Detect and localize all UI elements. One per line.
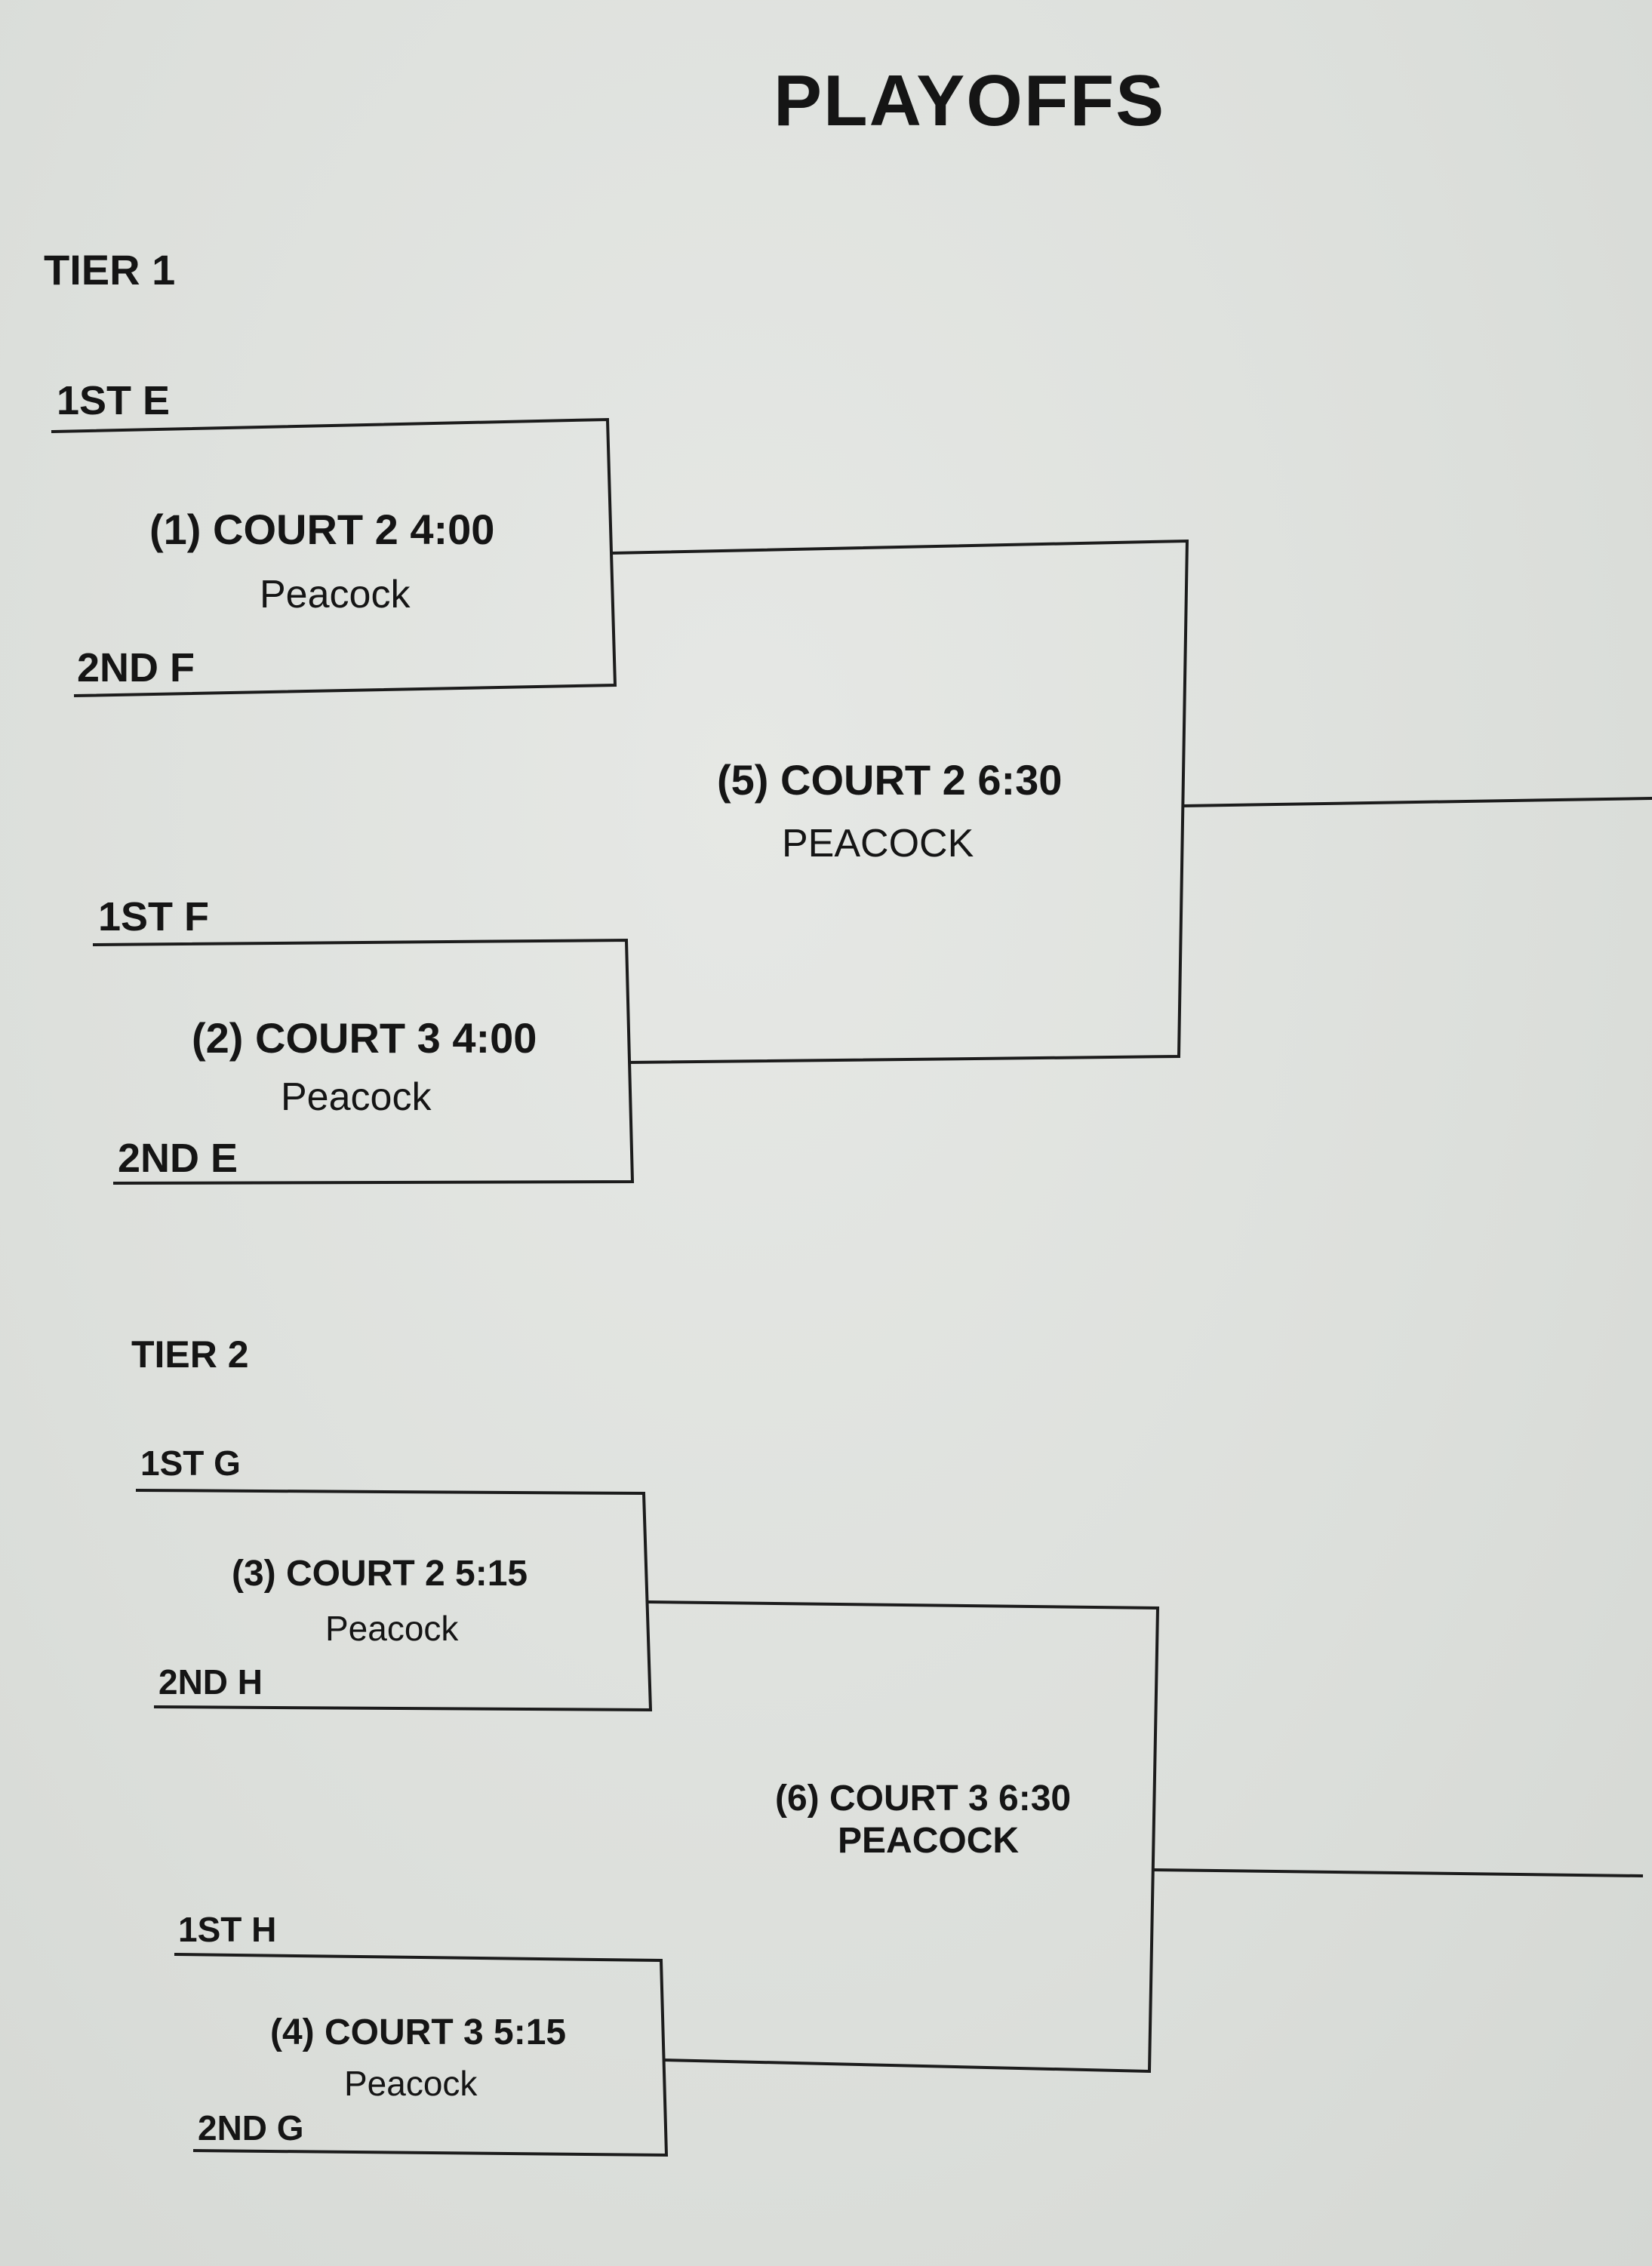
seed-label: 2ND E xyxy=(118,1136,238,1181)
game-6-venue: PEACOCK xyxy=(838,1821,1020,1861)
game-3-venue: Peacock xyxy=(325,1609,459,1648)
bracket-line-tier-2-winner xyxy=(1152,1868,1644,1878)
seed-label: 1ST G xyxy=(140,1444,241,1483)
game-4-title: (4) COURT 3 5:15 xyxy=(270,2012,567,2052)
bracket-line-game-2 xyxy=(92,938,635,1185)
game-5-title: (5) COURT 2 6:30 xyxy=(717,756,1063,804)
game-2-title: (2) COURT 3 4:00 xyxy=(192,1014,537,1062)
game-6-title: (6) COURT 3 6:30 xyxy=(775,1779,1072,1819)
game-3-title: (3) COURT 2 5:15 xyxy=(232,1554,528,1594)
tier-2-label: TIER 2 xyxy=(131,1333,249,1376)
game-4-venue: Peacock xyxy=(344,2064,478,2103)
game-1-venue: Peacock xyxy=(260,573,411,616)
seed-label: 1ST F xyxy=(98,894,210,939)
page-title: PLAYOFFS xyxy=(774,60,1166,141)
game-5-venue: PEACOCK xyxy=(782,822,974,866)
bracket-line-game-5 xyxy=(611,539,1189,1065)
bracket-line-game-4 xyxy=(174,1952,669,2157)
seed-label: 1ST H xyxy=(178,1910,277,1949)
game-1-title: (1) COURT 2 4:00 xyxy=(149,506,495,553)
bracket-line-tier-1-winner xyxy=(1181,796,1652,808)
tier-1-label: TIER 1 xyxy=(44,246,176,294)
seed-label: 2ND F xyxy=(77,645,195,690)
game-2-venue: Peacock xyxy=(281,1075,432,1119)
bracket-line-game-3 xyxy=(135,1488,653,1712)
seed-label: 2ND H xyxy=(158,1662,263,1702)
seed-label: 1ST E xyxy=(57,378,171,423)
seed-label: 2ND G xyxy=(198,2108,304,2148)
bracket-line-game-6 xyxy=(647,1600,1160,2074)
